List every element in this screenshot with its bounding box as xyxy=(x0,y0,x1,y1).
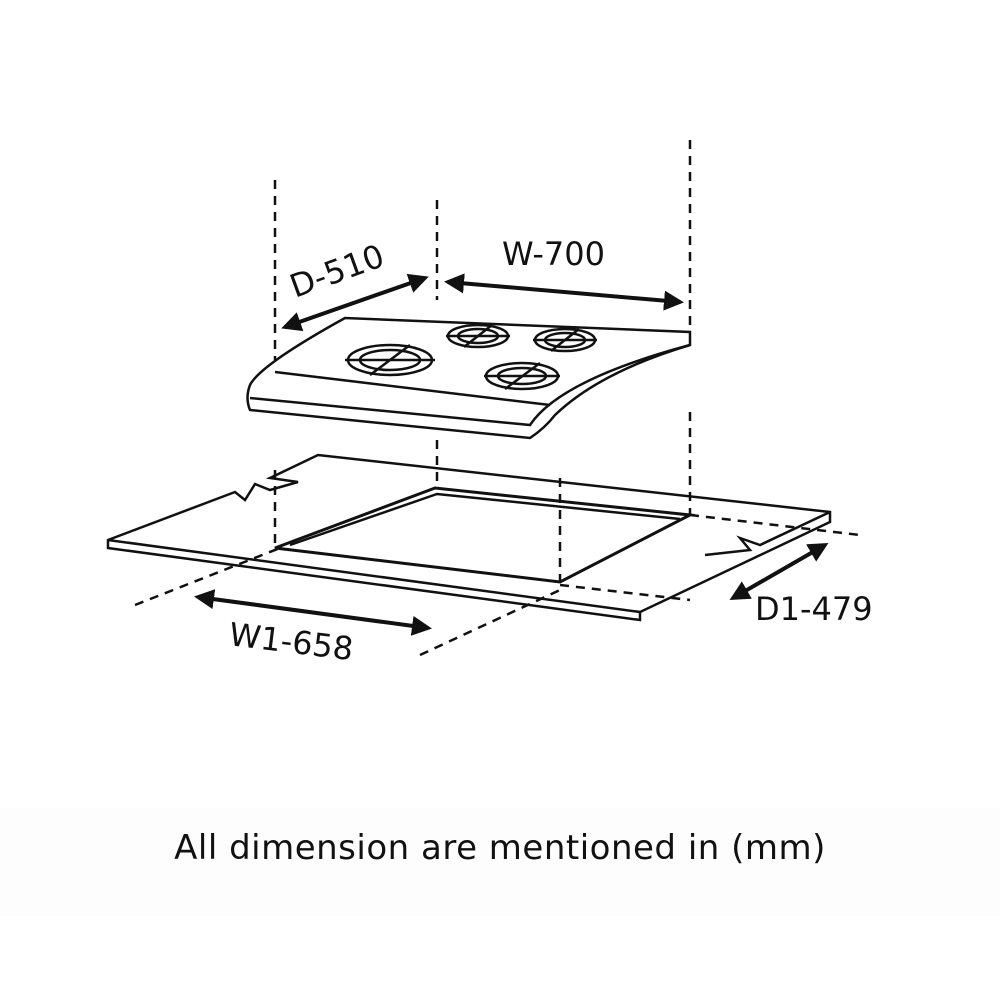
countertop xyxy=(106,453,832,622)
dimension-note: All dimension are mentioned in (mm) xyxy=(174,828,826,868)
cutout-width-label: W1-658 xyxy=(227,615,355,668)
burner-icon xyxy=(484,361,560,391)
caption-band xyxy=(0,808,1000,916)
width-label: W-700 xyxy=(502,235,605,273)
burner-icon xyxy=(533,327,597,353)
burner-icon xyxy=(446,323,510,349)
guide-lines xyxy=(134,140,861,657)
cutout-depth-label: D1-479 xyxy=(755,590,873,628)
burner-icon xyxy=(345,343,435,377)
hob xyxy=(246,316,692,440)
